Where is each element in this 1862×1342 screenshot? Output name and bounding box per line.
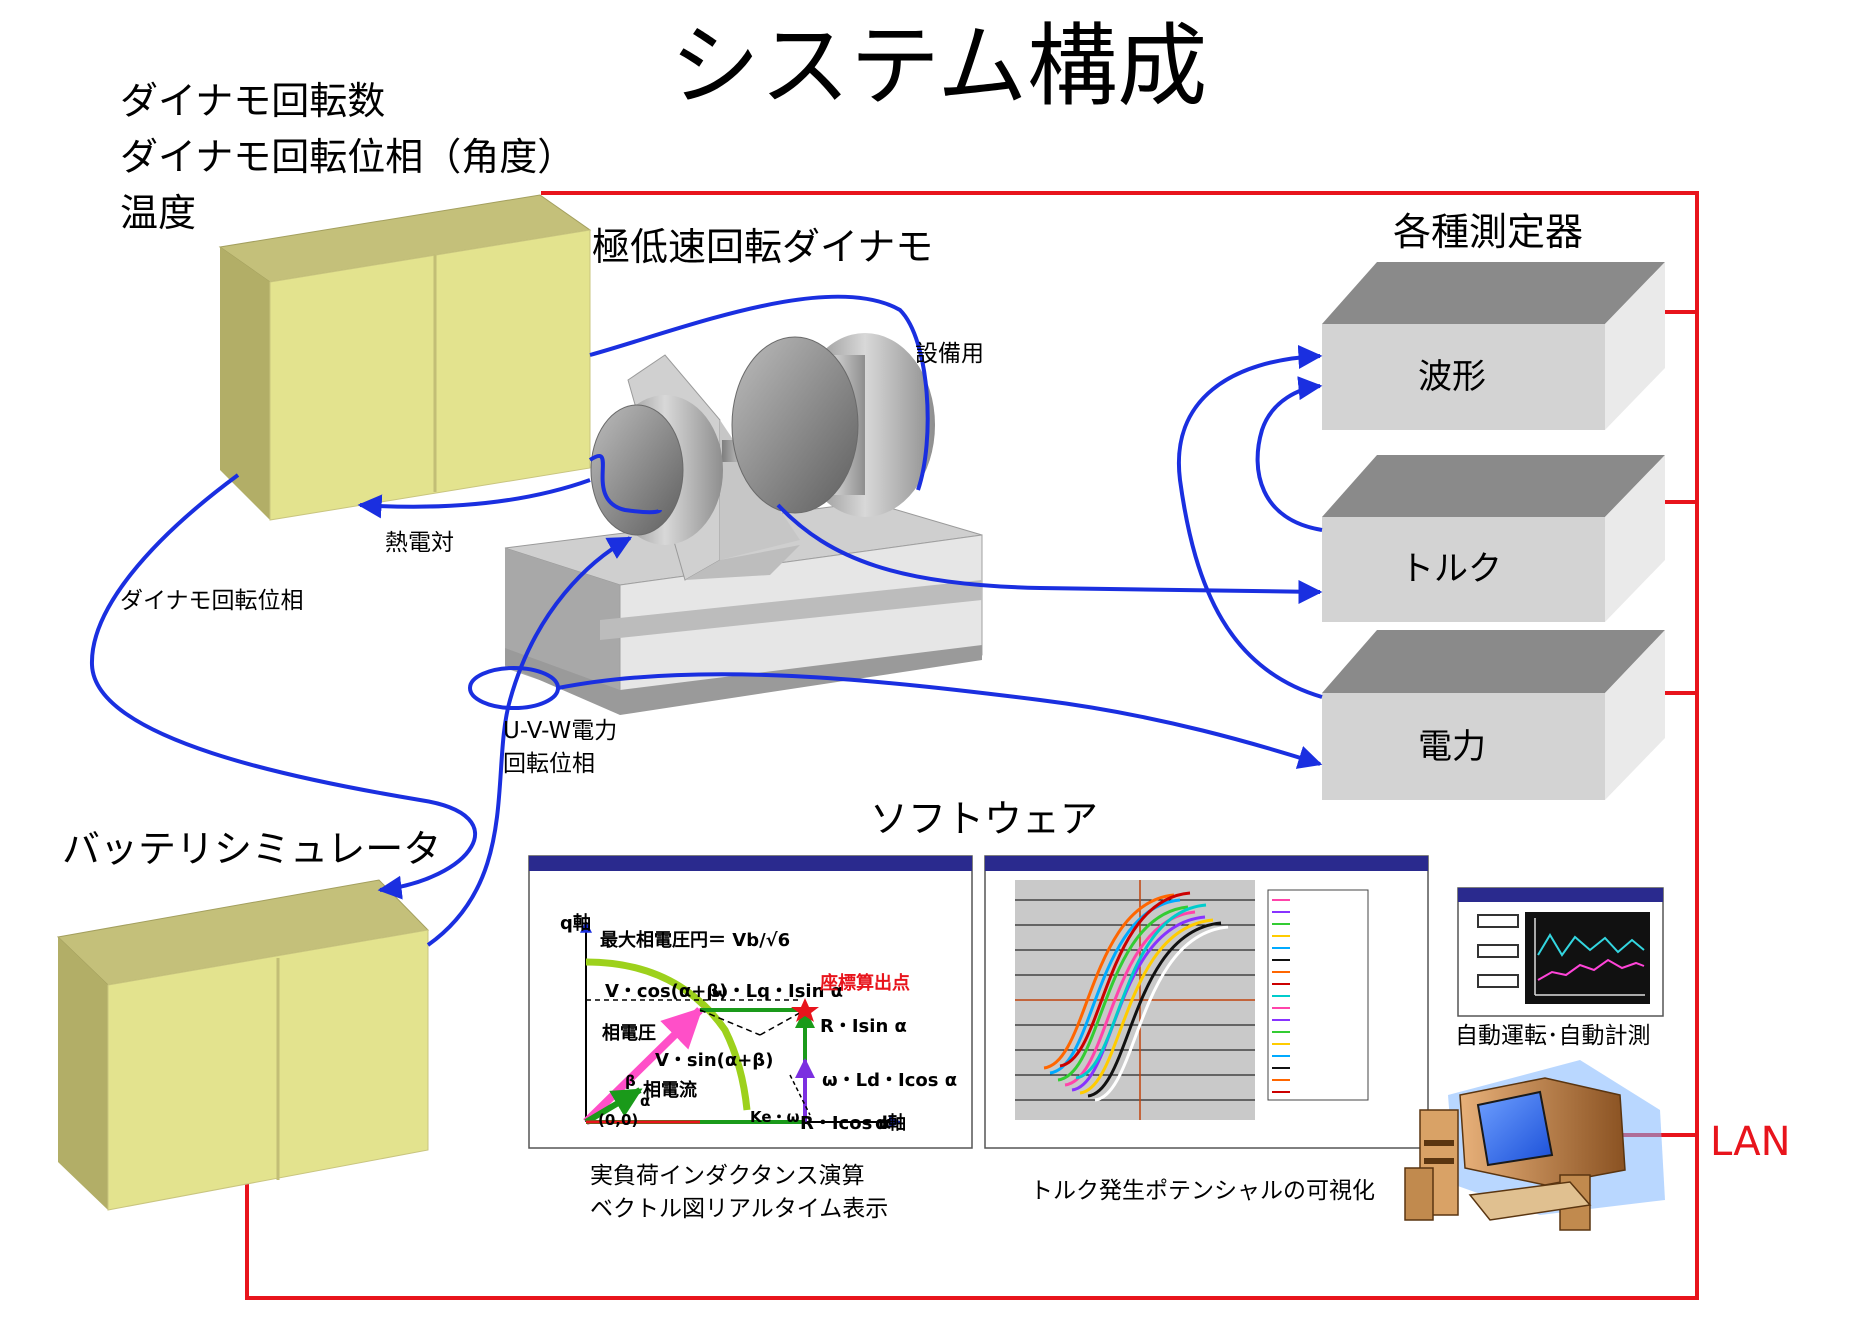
- signal-wires: [89, 294, 1323, 947]
- dynamo-info-line-1: ダイナモ回転数: [120, 79, 386, 123]
- lan-label: LAN: [1710, 1119, 1791, 1165]
- auto-operation-panel: [1457, 887, 1664, 1017]
- torque-potential-panel: [984, 855, 1429, 1149]
- wire-facility-label: 設備用: [915, 341, 984, 367]
- vector-calc-point: 座標算出点: [820, 973, 910, 994]
- battery-simulator-box: [56, 879, 430, 1211]
- vector-origin: (0,0): [598, 1111, 639, 1129]
- wire-dynamo-phase-label: ダイナモ回転位相: [120, 588, 304, 614]
- vector-wlq: ω・Lq・Isin α: [712, 981, 844, 1002]
- vector-ricos: R・Icos α: [800, 1113, 891, 1134]
- vector-d-axis: d軸: [875, 1113, 906, 1134]
- dynamo-label: 極低速回転ダイナモ: [592, 225, 934, 269]
- battery-simulator-label: バッテリシミュレータ: [62, 827, 442, 871]
- vector-vcos: V・cos(α+β): [605, 981, 728, 1002]
- instrument-waveform-label: 波形: [1418, 357, 1486, 397]
- vector-vsin: V・sin(α+β): [655, 1050, 774, 1071]
- pc-computer-icon: [1404, 1060, 1665, 1231]
- vector-ke: Ke・ω: [750, 1108, 800, 1126]
- torque-caption: トルク発生ポテンシャルの可視化: [1030, 1178, 1375, 1204]
- software-label: ソフトウェア: [870, 797, 1099, 841]
- auto-caption: 自動運転･自動計測: [1455, 1023, 1651, 1049]
- wire-uvw-power-label: U-V-W電力: [503, 718, 618, 744]
- instrument-power-label: 電力: [1418, 727, 1486, 767]
- instruments-label: 各種測定器: [1393, 210, 1584, 254]
- vector-diagram-panel: [528, 855, 973, 1149]
- dynamo-controller-box: [218, 194, 592, 521]
- vector-phase-voltage: 相電圧: [602, 1023, 656, 1044]
- wire-thermocouple-label: 熱電対: [385, 530, 454, 556]
- vector-wldicos: ω・Ld・Icos α: [822, 1070, 958, 1091]
- dynamo-info-line-2: ダイナモ回転位相（角度）: [120, 135, 576, 179]
- vector-phase-current: 相電流: [643, 1080, 697, 1101]
- page-title: システム構成: [670, 14, 1208, 119]
- vector-caption-1: 実負荷インダクタンス演算: [590, 1163, 865, 1189]
- vector-alpha: α: [640, 1092, 651, 1110]
- wire-rotation-phase-label: 回転位相: [503, 751, 595, 777]
- vector-risin: R・Isin α: [820, 1016, 907, 1037]
- dynamo-machine: [504, 333, 983, 715]
- vector-max-voltage: 最大相電圧円＝ Vb/√6: [600, 930, 791, 951]
- dynamo-info-line-3: 温度: [120, 191, 197, 235]
- instrument-box-power: [1322, 630, 1665, 800]
- vector-q-axis: q軸: [560, 913, 591, 934]
- instrument-box-torque: [1322, 455, 1665, 622]
- vector-beta: β: [625, 1072, 636, 1090]
- vector-caption-2: ベクトル図リアルタイム表示: [590, 1196, 889, 1222]
- instrument-box-waveform: [1322, 262, 1665, 430]
- instrument-torque-label: トルク: [1400, 549, 1502, 589]
